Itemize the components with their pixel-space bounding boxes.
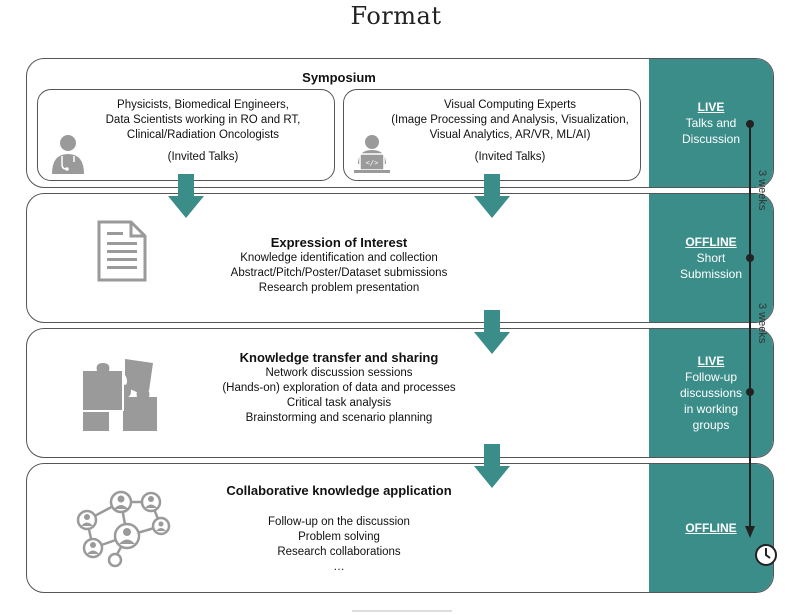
symposium-box: Symposium Physicists, Biomedical Enginee… <box>26 58 774 188</box>
right-note: (Invited Talks) <box>474 151 546 163</box>
right-panel-text: Visual Computing Experts (Image Processi… <box>378 98 642 165</box>
timeline-segment-1: 3 weeks <box>756 170 768 211</box>
svg-text:</>: </> <box>366 159 379 167</box>
transfer-line-1: Network discussion sessions <box>265 367 413 379</box>
expression-mode: OFFLINE <box>685 235 737 249</box>
timeline <box>745 120 755 538</box>
transfer-box: Knowledge transfer and sharing Network d… <box>26 328 774 458</box>
doctor-icon <box>52 135 84 174</box>
arrow-down-icon <box>474 310 510 354</box>
transfer-line-4: Brainstorming and scenario planning <box>245 412 433 424</box>
expression-side-line-1: Short <box>696 251 726 265</box>
transfer-side-line-2: discussions <box>679 386 743 400</box>
bottom-divider <box>352 610 452 612</box>
expression-line-2: Abstract/Pitch/Poster/Dataset submission… <box>230 267 448 279</box>
left-line-2: Data Scientists working in RO and RT, <box>105 114 301 126</box>
application-text: Collaborative knowledge application Foll… <box>177 482 501 575</box>
application-line-1: Follow-up on the discussion <box>268 516 410 528</box>
symposium-side-line-1: Talks and <box>685 116 737 130</box>
application-mode: OFFLINE <box>685 521 737 535</box>
transfer-side-line-4: groups <box>692 418 730 432</box>
arrow-down-icon <box>168 174 204 218</box>
left-panel-text: Physicists, Biomedical Engineers, Data S… <box>78 98 328 165</box>
transfer-side-line-3: in working <box>683 402 739 416</box>
right-line-3: Visual Analytics, AR/VR, ML/AI) <box>429 129 591 141</box>
symposium-heading: Symposium <box>302 70 376 85</box>
symposium-side-line-2: Discussion <box>681 132 741 146</box>
transfer-side-line-1: Follow-up <box>684 370 738 384</box>
application-line-4: … <box>333 561 345 573</box>
right-line-2: (Image Processing and Analysis, Visualiz… <box>391 114 629 126</box>
transfer-mode: LIVE <box>697 354 725 368</box>
transfer-heading: Knowledge transfer and sharing <box>239 350 439 365</box>
arrow-down-icon <box>474 444 510 488</box>
arrow-down-icon <box>474 174 510 218</box>
transfer-line-3: Critical task analysis <box>286 397 392 409</box>
expression-line-1: Knowledge identification and collection <box>240 252 438 264</box>
left-line-1: Physicists, Biomedical Engineers, <box>117 99 289 111</box>
application-box: Collaborative knowledge application Foll… <box>26 463 774 593</box>
application-line-3: Research collaborations <box>277 546 401 558</box>
expression-box: Expression of Interest Knowledge identif… <box>26 193 774 323</box>
developer-icon: </> <box>354 135 390 173</box>
expression-line-3: Research problem presentation <box>258 282 420 294</box>
clock-icon <box>755 544 777 566</box>
expression-heading: Expression of Interest <box>270 235 408 250</box>
transfer-text: Knowledge transfer and sharing Network d… <box>177 349 501 426</box>
symposium-mode: LIVE <box>697 100 725 114</box>
right-line-1: Visual Computing Experts <box>443 99 577 111</box>
symposium-left-panel: Physicists, Biomedical Engineers, Data S… <box>37 89 335 181</box>
left-line-3: Clinical/Radiation Oncologists <box>126 129 280 141</box>
puzzle-icon <box>83 359 157 431</box>
timeline-segment-2: 3 weeks <box>756 303 768 344</box>
application-line-2: Problem solving <box>298 531 380 543</box>
expression-side-line-2: Submission <box>679 267 743 281</box>
page-title: Format <box>350 2 442 30</box>
transfer-line-2: (Hands-on) exploration of data and proce… <box>222 382 456 394</box>
symposium-right-panel: Visual Computing Experts (Image Processi… <box>343 89 641 181</box>
network-icon <box>76 490 171 568</box>
expression-text: Expression of Interest Knowledge identif… <box>177 234 501 296</box>
document-icon <box>97 220 147 282</box>
application-heading: Collaborative knowledge application <box>226 483 452 498</box>
left-note: (Invited Talks) <box>167 151 239 163</box>
